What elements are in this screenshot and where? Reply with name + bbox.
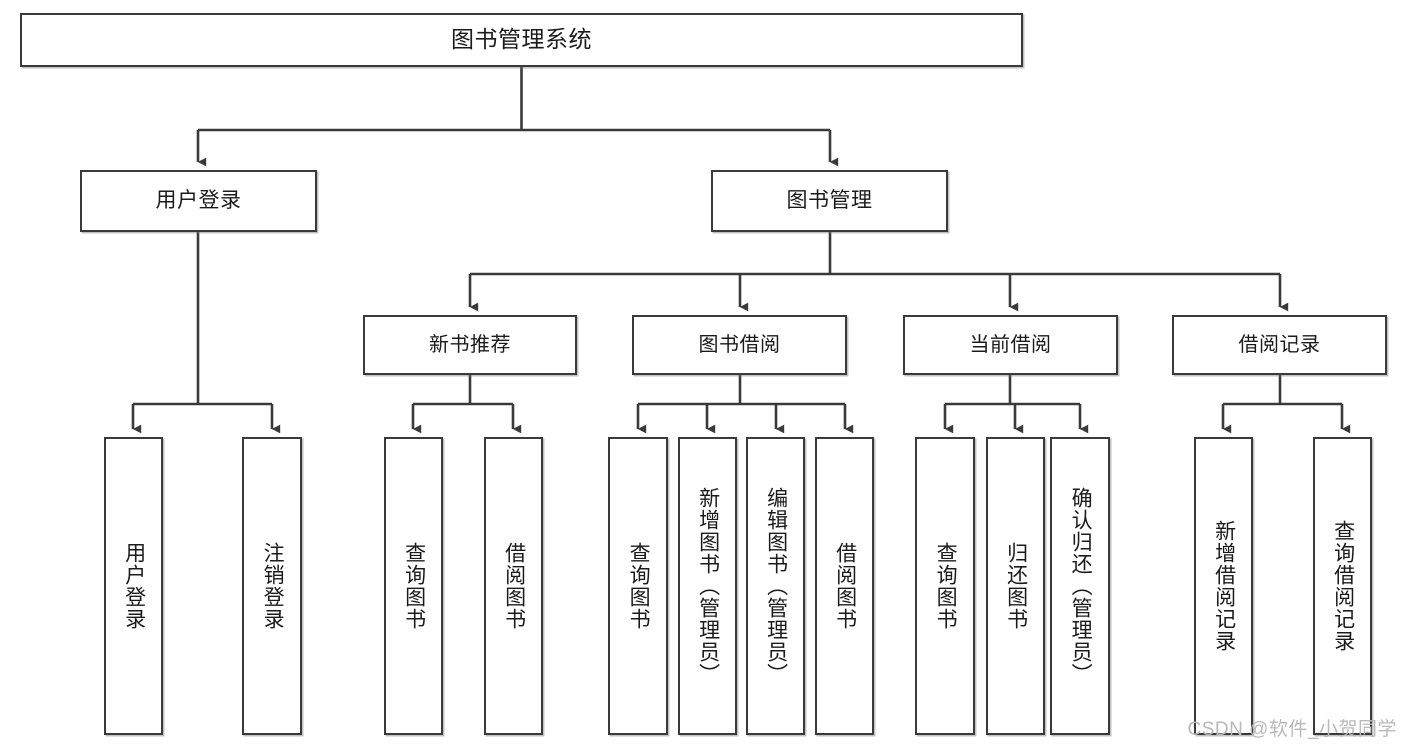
node-root-label: 图书管理系统	[451, 26, 592, 53]
node-borrow-record-label: 借阅记录	[1238, 333, 1321, 356]
node-leaf-borrow-book-2-label: 借阅图书	[833, 542, 857, 630]
node-current-borrow[interactable]: 当前借阅	[903, 315, 1118, 375]
node-leaf-query-book-3-label: 查询图书	[934, 542, 958, 630]
node-leaf-user-login-label: 用户登录	[122, 542, 146, 630]
node-leaf-confirm-return[interactable]: 确认归还（管理员）	[1050, 437, 1110, 735]
node-leaf-borrow-book-2[interactable]: 借阅图书	[815, 437, 874, 735]
node-leaf-borrow-book-1[interactable]: 借阅图书	[484, 437, 543, 735]
node-leaf-query-book-1-label: 查询图书	[402, 542, 426, 630]
node-leaf-return-book-label: 归还图书	[1004, 542, 1028, 630]
node-leaf-confirm-return-label: 确认归还（管理员）	[1069, 487, 1093, 685]
node-user-login-label: 用户登录	[155, 189, 242, 213]
node-leaf-query-book-1[interactable]: 查询图书	[384, 437, 443, 735]
node-leaf-return-book[interactable]: 归还图书	[986, 437, 1045, 735]
node-book-manage-label: 图书管理	[786, 189, 873, 213]
node-leaf-query-book-2-label: 查询图书	[627, 542, 651, 630]
node-root[interactable]: 图书管理系统	[20, 13, 1023, 67]
watermark-text: CSDN @软件_小贺同学	[1187, 719, 1397, 740]
node-user-login[interactable]: 用户登录	[80, 170, 317, 232]
node-leaf-edit-book-label: 编辑图书（管理员）	[764, 487, 788, 685]
node-leaf-edit-book[interactable]: 编辑图书（管理员）	[746, 437, 805, 735]
node-leaf-add-book[interactable]: 新增图书（管理员）	[678, 437, 737, 735]
node-current-borrow-label: 当前借阅	[969, 333, 1052, 356]
node-leaf-user-login[interactable]: 用户登录	[104, 437, 163, 735]
node-leaf-logout-login[interactable]: 注销登录	[242, 437, 302, 735]
node-leaf-borrow-book-1-label: 借阅图书	[502, 542, 526, 630]
node-leaf-add-record-label: 新增借阅记录	[1212, 520, 1236, 652]
node-leaf-logout-login-label: 注销登录	[261, 542, 285, 630]
node-new-book-recommend[interactable]: 新书推荐	[363, 315, 577, 375]
node-new-book-recommend-label: 新书推荐	[429, 333, 511, 356]
node-leaf-add-record[interactable]: 新增借阅记录	[1194, 437, 1253, 735]
node-leaf-query-book-2[interactable]: 查询图书	[608, 437, 668, 735]
node-book-borrow[interactable]: 图书借阅	[632, 315, 847, 375]
node-leaf-add-book-label: 新增图书（管理员）	[696, 487, 720, 685]
node-borrow-record[interactable]: 借阅记录	[1172, 315, 1387, 375]
node-book-borrow-label: 图书借阅	[698, 333, 781, 356]
node-book-manage[interactable]: 图书管理	[711, 170, 948, 232]
node-leaf-query-record-label: 查询借阅记录	[1331, 520, 1355, 652]
node-leaf-query-record[interactable]: 查询借阅记录	[1313, 437, 1372, 735]
node-leaf-query-book-3[interactable]: 查询图书	[915, 437, 975, 735]
